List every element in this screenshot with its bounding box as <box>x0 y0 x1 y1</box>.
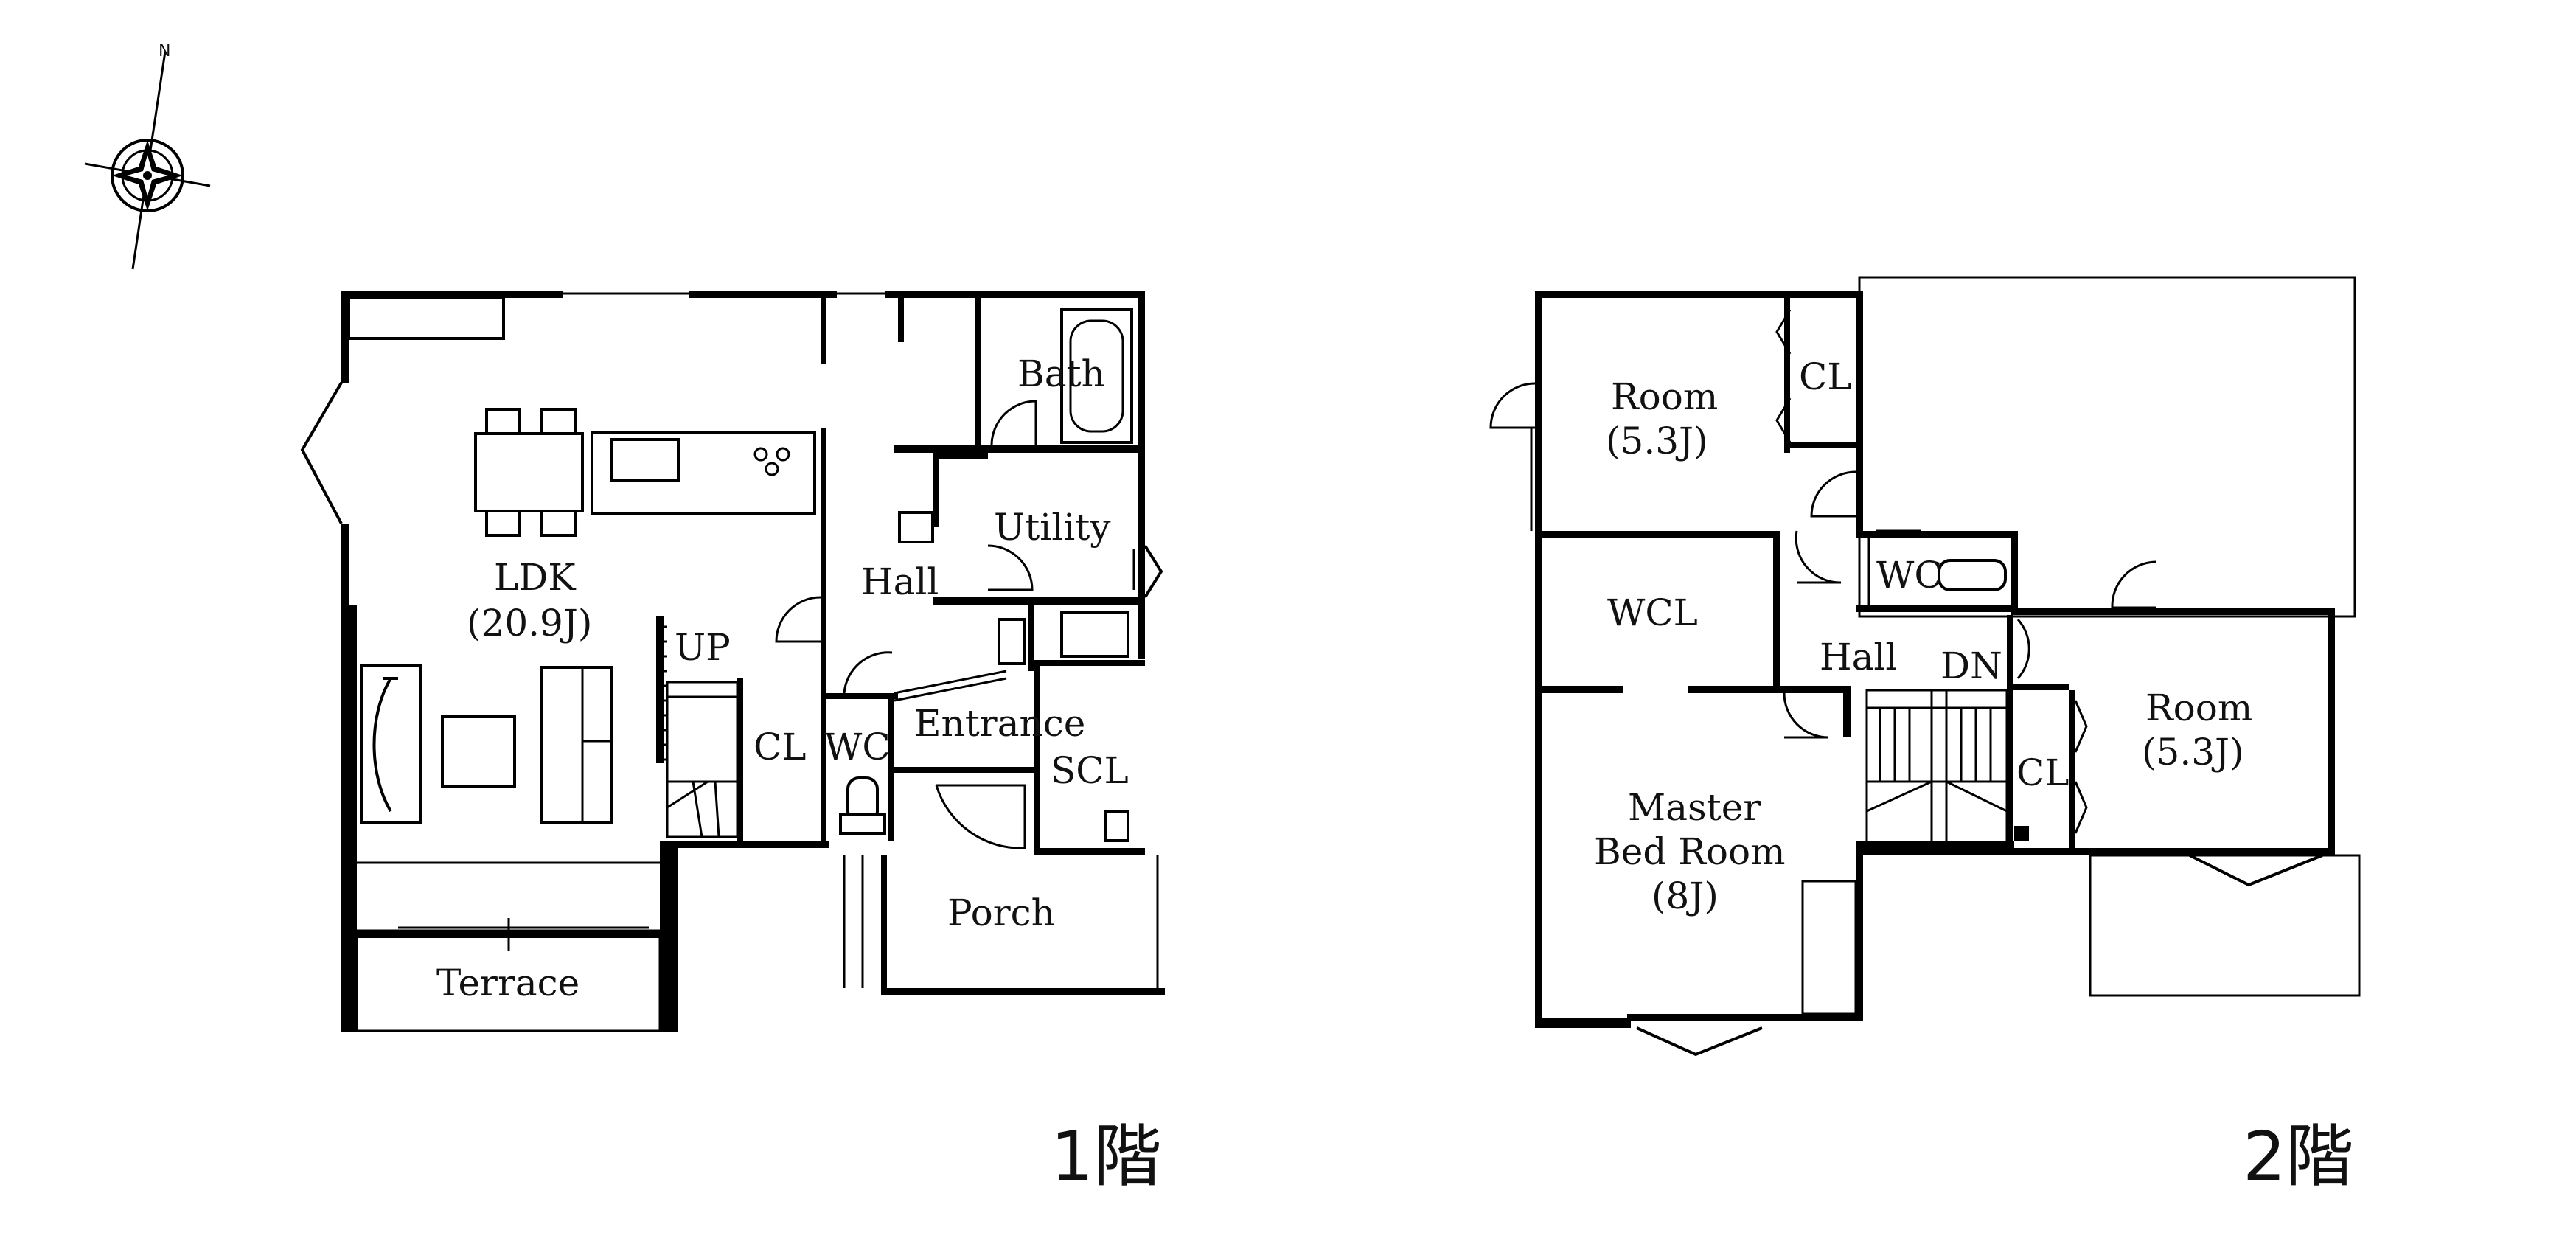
room-e-label: Room <box>2145 687 2252 729</box>
master-label: Master <box>1628 786 1761 829</box>
compass-icon: N <box>84 42 211 270</box>
room-e-size-label: (5.3J) <box>2142 731 2244 774</box>
terrace-label: Terrace <box>436 962 579 1004</box>
stairs-up-label: UP <box>675 626 731 669</box>
ldk-label: LDK <box>494 556 577 599</box>
room-nw-label: Room <box>1611 375 1718 418</box>
entrance-label: Entrance <box>914 702 1085 745</box>
room-nw-size-label: (5.3J) <box>1606 420 1708 462</box>
closet-label: CL <box>753 726 806 768</box>
north-label: N <box>159 42 170 60</box>
ldk-size-label: (20.9J) <box>467 602 592 644</box>
utility-label: Utility <box>994 506 1111 549</box>
floor-1-plan: LDK (20.9J) Bath Utility Hall Entrance S… <box>300 291 1165 1196</box>
hall-2-label: Hall <box>1820 636 1897 678</box>
stairs-down-label: DN <box>1940 644 2002 687</box>
master-line2-label: Bed Room <box>1594 830 1786 873</box>
floor-1-caption: 1階 <box>1051 1117 1162 1196</box>
floor-2-plan: Room (5.3J) CL WCL WC Hall DN Room (5.3J… <box>1489 276 2361 1196</box>
scl-label: SCL <box>1051 749 1129 792</box>
closet-n-label: CL <box>1799 355 1851 398</box>
bath-label: Bath <box>1017 352 1105 395</box>
porch-label: Porch <box>947 892 1055 934</box>
wc-label: WC <box>824 726 891 768</box>
hall-label: Hall <box>861 560 939 603</box>
closet-e-label: CL <box>2016 751 2069 794</box>
wcl-label: WCL <box>1607 591 1698 634</box>
floor-2-caption: 2階 <box>2243 1117 2354 1196</box>
wc-2-label: WC <box>1876 554 1943 597</box>
master-size-label: (8J) <box>1651 875 1719 917</box>
